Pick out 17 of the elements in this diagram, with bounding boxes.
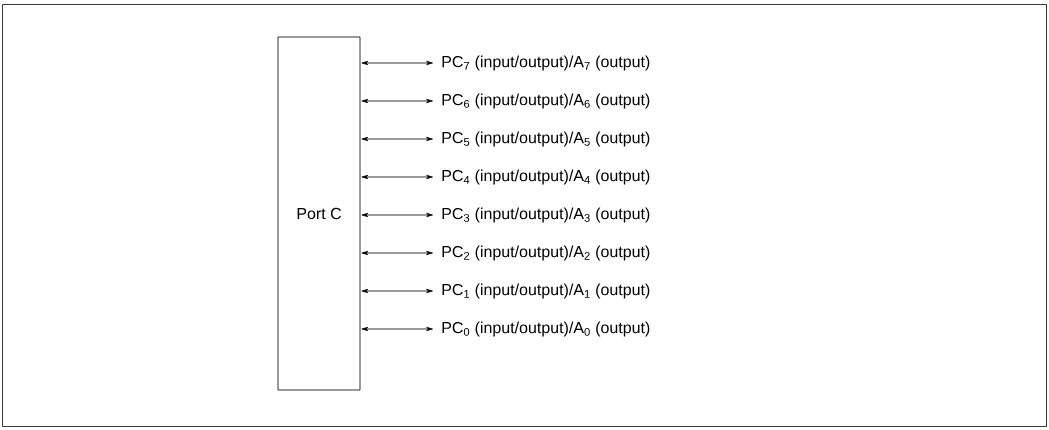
double-arrow [361, 250, 433, 256]
port-box: Port C [277, 36, 361, 391]
pin-label: PC$_{7}$ (input/output)/A$_{7}$ (output) [442, 55, 650, 71]
double-arrow [361, 174, 433, 180]
double-arrow [361, 288, 433, 294]
double-arrow [361, 98, 433, 104]
double-arrow [361, 136, 433, 142]
pin-label: PC$_{0}$ (input/output)/A$_{0}$ (output) [442, 321, 650, 337]
double-arrow [361, 60, 433, 66]
pin-label: PC$_{1}$ (input/output)/A$_{1}$ (output) [442, 283, 650, 299]
pin-label: PC$_{3}$ (input/output)/A$_{3}$ (output) [442, 207, 650, 223]
pin-label: PC$_{2}$ (input/output)/A$_{2}$ (output) [442, 245, 650, 261]
pin-label: PC$_{4}$ (input/output)/A$_{4}$ (output) [442, 169, 650, 185]
double-arrow [361, 212, 433, 218]
pin-label: PC$_{6}$ (input/output)/A$_{6}$ (output) [442, 93, 650, 109]
double-arrow [361, 326, 433, 332]
pin-label: PC$_{5}$ (input/output)/A$_{5}$ (output) [442, 131, 650, 147]
